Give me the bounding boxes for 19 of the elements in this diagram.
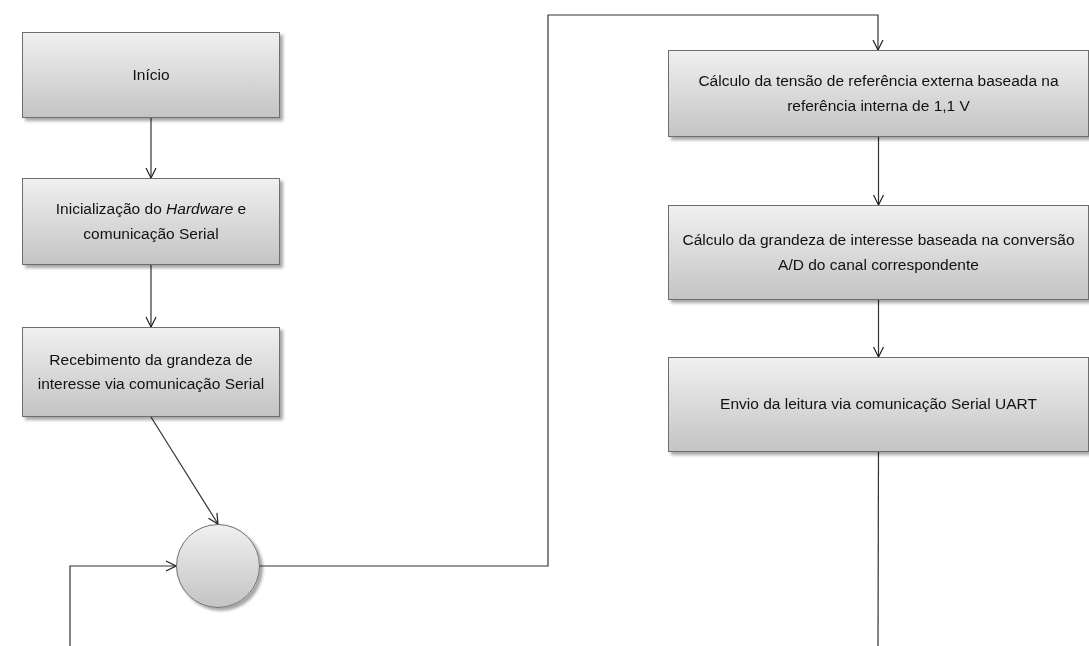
step-text: Cálculo da tensão de referência externa baseada na referência interna de 1,1 V [697, 71, 1060, 116]
arrow [150, 416, 219, 525]
process-box [668, 50, 1089, 137]
arrow [259, 14, 884, 567]
process-box [22, 178, 280, 265]
step-text: Cálculo da grandeza de interesse baseada na conversão A/D do canal correspondente [681, 230, 1076, 275]
process-box [668, 357, 1089, 452]
process-box [22, 327, 280, 417]
arrow [69, 560, 177, 646]
step-text: Recebimento da grandeza de interesse via comunicação Serial [36, 350, 266, 394]
step-text: Envio da leitura via comunicação Serial UART [719, 394, 1038, 415]
arrow [145, 264, 157, 328]
arrow [872, 299, 885, 358]
process-box [668, 205, 1089, 300]
step-text: Inicialização do Hardware e comunicação Serial [54, 199, 248, 244]
step-text: Início [131, 65, 171, 85]
process-box [22, 32, 280, 118]
arrow [145, 117, 157, 179]
arrow [872, 136, 885, 206]
